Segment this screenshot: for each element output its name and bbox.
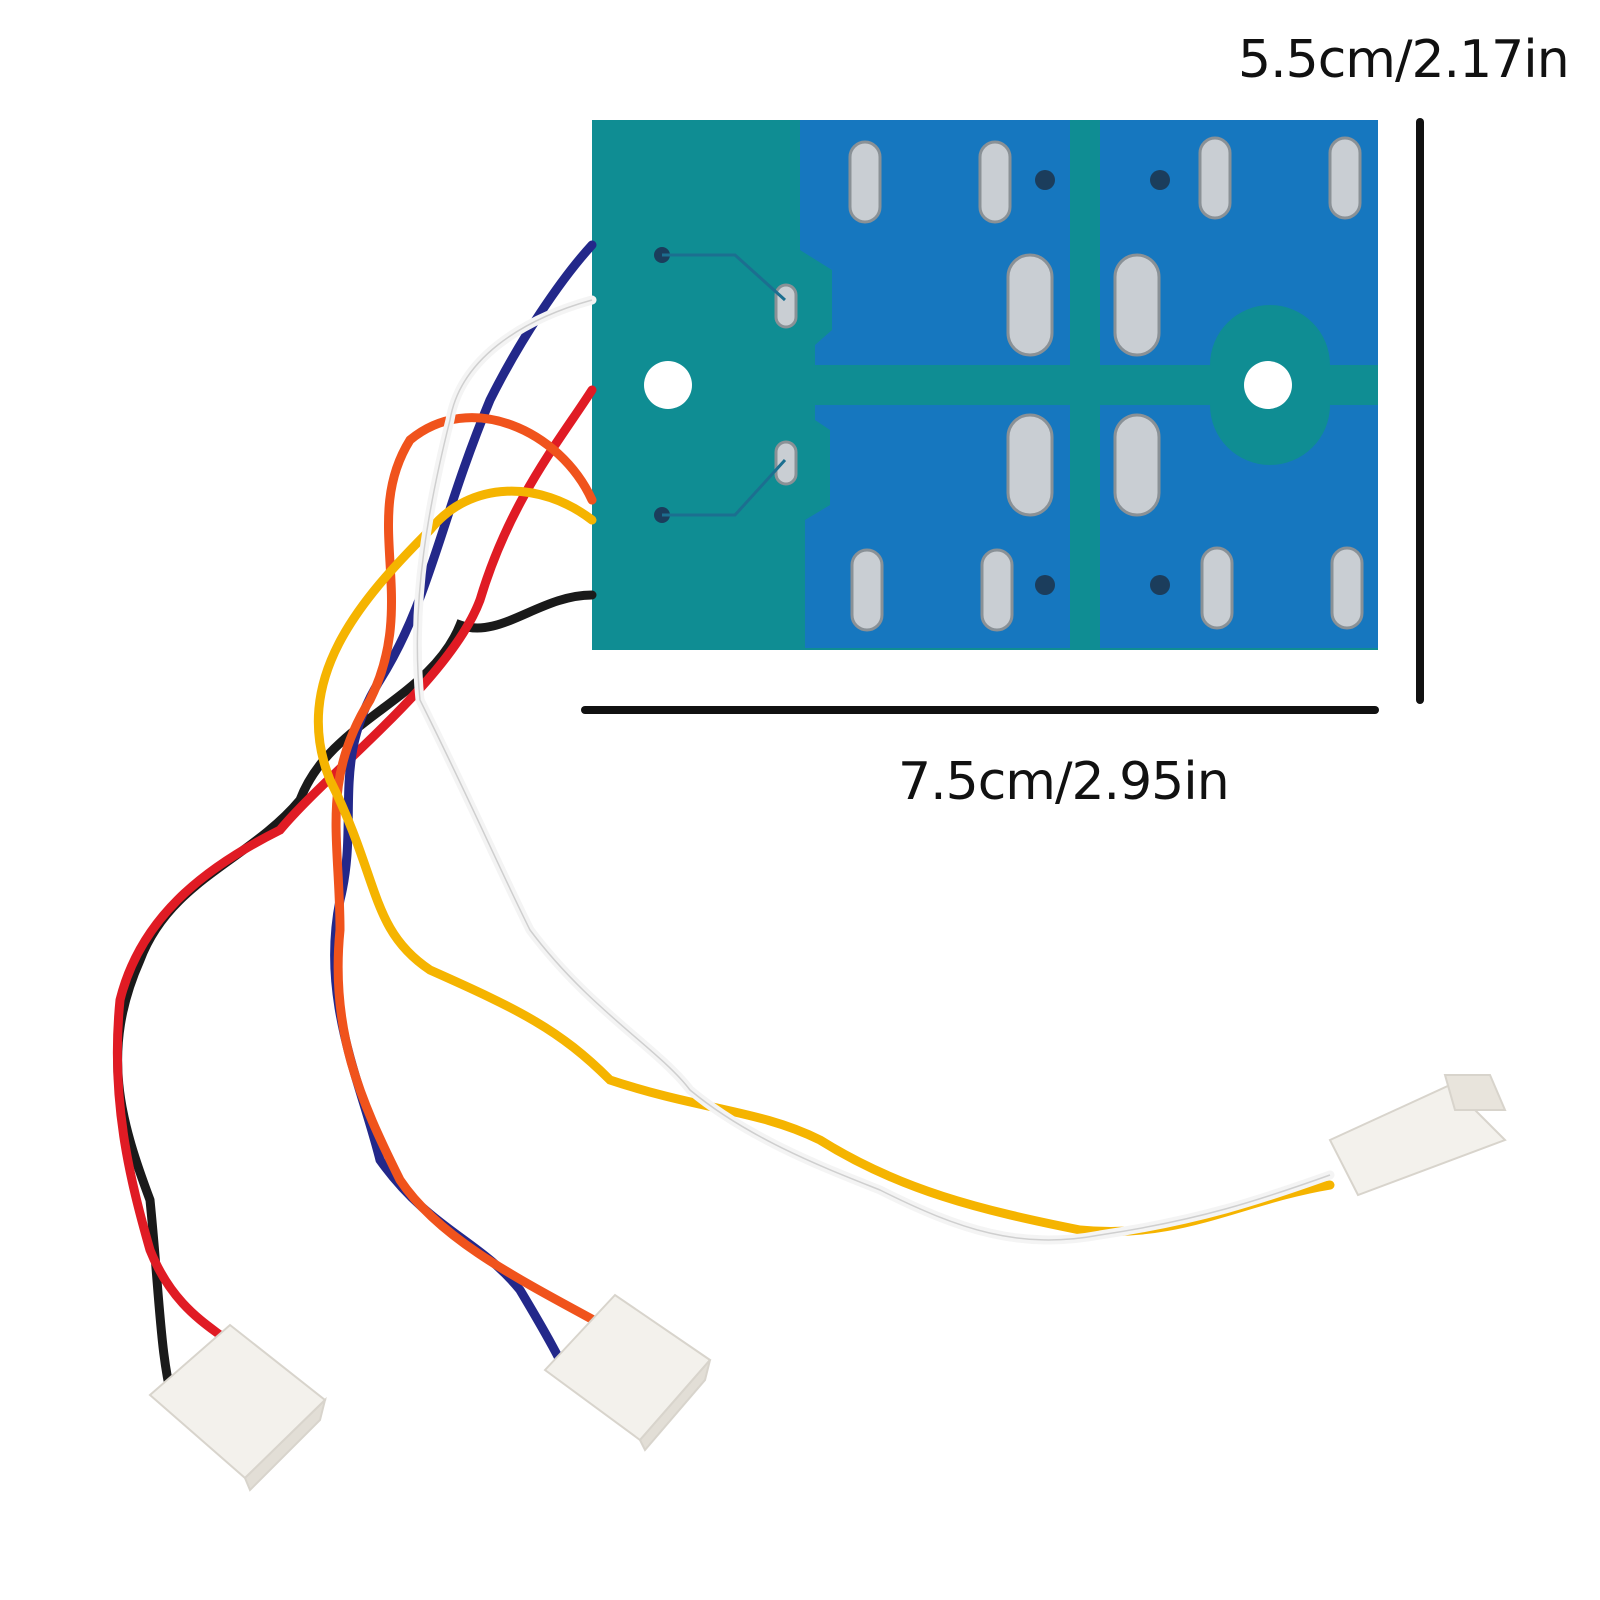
width-dimension-label: 7.5cm/2.95in <box>898 752 1230 812</box>
wire-red <box>112 385 597 1340</box>
wire-white-outline <box>416 299 1331 1241</box>
pcb-board <box>592 120 1378 650</box>
connector-orange-blue <box>543 1293 712 1452</box>
connector-red-black <box>148 1323 327 1492</box>
wire-yellow <box>313 486 1335 1237</box>
height-dimension-label: 5.5cm/2.17in <box>1238 30 1570 90</box>
wire-orange <box>331 413 617 1335</box>
connector-yellow-white <box>1328 1074 1507 1197</box>
solder-pads <box>774 136 1364 632</box>
